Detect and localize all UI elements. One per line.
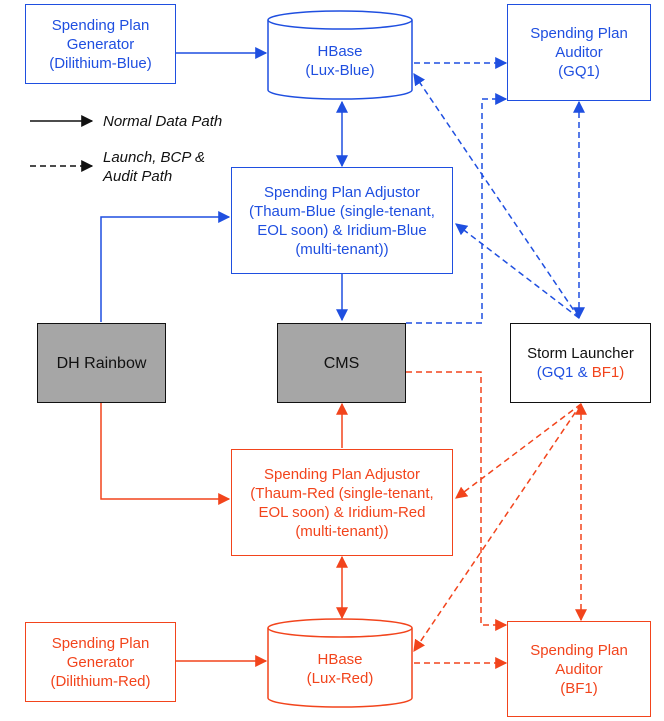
arrow-dh-rainbow-to-adjustor-red: [100, 402, 231, 505]
adjustor-red-box: Spending Plan Adjustor (Thaum-Red (singl…: [231, 449, 453, 556]
generator-red-line1: Spending Plan: [51, 634, 150, 652]
dash-storm-to-hbase-blue: [413, 73, 580, 319]
auditor-red-line1: Spending Plan: [530, 641, 628, 659]
storm-bf1: BF1: [591, 364, 620, 381]
auditor-red-box: Spending Plan Auditor (BF1): [507, 621, 651, 717]
storm-amp: &: [573, 364, 592, 381]
generator-blue-line3: (Dilithium-Blue): [49, 54, 152, 72]
generator-red-line3: (Dilithium-Red): [50, 672, 151, 690]
generator-blue-box: Spending Plan Generator (Dilithium-Blue): [25, 4, 176, 84]
storm-close-paren: ): [619, 364, 625, 381]
storm-launcher-line2: (GQ1 & BF1): [537, 363, 625, 382]
generator-blue-line1: Spending Plan: [51, 16, 150, 34]
adjustor-blue-box: Spending Plan Adjustor (Thaum-Blue (sing…: [231, 167, 453, 274]
adjustor-red-line2: (Thaum-Red (single-tenant,: [250, 484, 434, 502]
dh-rainbow-box: DH Rainbow: [37, 323, 166, 403]
storm-open-paren: (: [536, 364, 542, 381]
hbase-blue-line1: HBase: [317, 43, 363, 60]
adjustor-red-line4: (multi-tenant)): [295, 522, 389, 540]
legend-launch-line2: Audit Path: [103, 168, 173, 185]
adjustor-red-line3: EOL soon) & Iridium-Red: [258, 503, 426, 521]
adjustor-blue-line2: (Thaum-Blue (single-tenant,: [249, 202, 435, 220]
hbase-red-line1: HBase: [317, 651, 363, 668]
hbase-red-label: HBase (Lux-Red): [268, 638, 412, 700]
dash-storm-to-adjustor-red: [455, 403, 582, 499]
auditor-red-line2: Auditor: [555, 660, 603, 678]
arrow-dh-rainbow-to-adjustor-blue: [100, 211, 231, 322]
hbase-red-line2: (Lux-Red): [306, 670, 374, 687]
dash-cms-to-auditor-blue: [406, 93, 508, 324]
legend-normal-label: Normal Data Path: [103, 113, 223, 130]
auditor-blue-line2: Auditor: [555, 44, 603, 61]
legend-launch-line1: Launch, BCP &: [103, 149, 206, 166]
generator-red-line2: Generator: [66, 653, 135, 671]
storm-launcher-line1: Storm Launcher: [527, 345, 634, 362]
adjustor-red-line1: Spending Plan Adjustor: [264, 465, 420, 483]
auditor-blue-line1: Spending Plan: [530, 25, 628, 42]
adjustor-blue-line4: (multi-tenant)): [295, 240, 389, 258]
dh-rainbow-label: DH Rainbow: [56, 354, 147, 372]
cms-box: CMS: [277, 323, 406, 403]
generator-blue-line2: Generator: [66, 35, 135, 53]
hbase-red-cylinder: [267, 618, 413, 708]
cms-label: CMS: [323, 354, 360, 372]
hbase-blue-cylinder: [267, 10, 413, 100]
storm-gq1: GQ1: [541, 364, 574, 381]
legend-launch-label: Launch, BCP & Audit Path: [103, 148, 205, 186]
auditor-blue-line3: (GQ1): [558, 63, 600, 80]
auditor-red-line3: (BF1): [560, 679, 598, 697]
dash-cms-to-auditor-red: [406, 371, 508, 631]
hbase-blue-label: HBase (Lux-Blue): [268, 30, 412, 92]
auditor-blue-box: Spending Plan Auditor (GQ1): [507, 4, 651, 101]
generator-red-box: Spending Plan Generator (Dilithium-Red): [25, 622, 176, 702]
hbase-blue-line2: (Lux-Blue): [305, 62, 375, 79]
storm-launcher-box: Storm Launcher (GQ1 & BF1): [510, 323, 651, 403]
adjustor-blue-line3: EOL soon) & Iridium-Blue: [257, 221, 427, 239]
adjustor-blue-line1: Spending Plan Adjustor: [264, 183, 420, 201]
dash-storm-to-adjustor-blue: [455, 223, 580, 319]
